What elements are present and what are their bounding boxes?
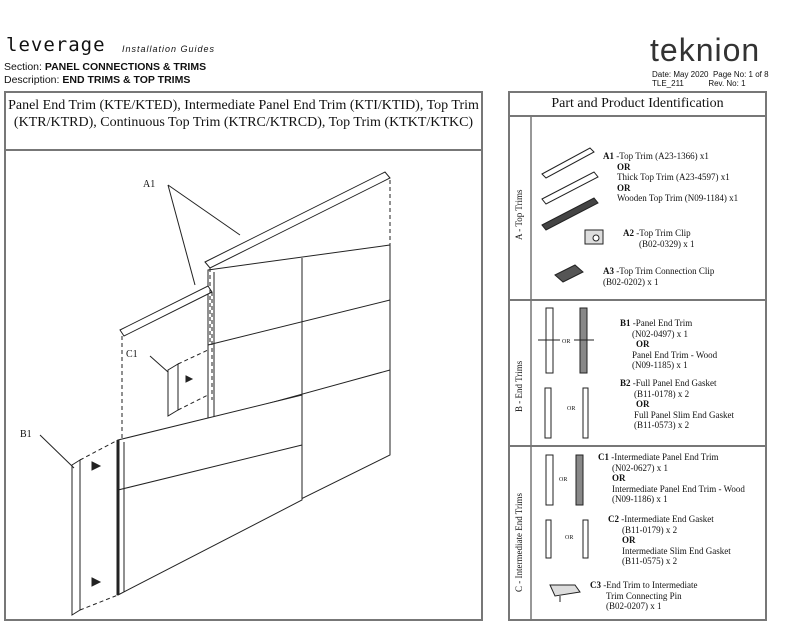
part-code: B1 [620, 318, 631, 328]
right-title: Part and Product Identification [508, 91, 767, 117]
part-line: (B11-0179) x 2 [622, 524, 678, 535]
part-line: (N02-0627) x 1 [612, 462, 668, 473]
panel-assembly-drawing [39, 171, 391, 616]
connecting-pin-icon [549, 584, 581, 602]
connection-clip-icon [554, 264, 584, 283]
parts-panel [508, 117, 767, 621]
part-line: (B11-0178) x 2 [634, 388, 690, 399]
description-value: END TRIMS & TOP TRIMS [62, 74, 191, 86]
top-trim-icons [541, 147, 599, 231]
or-b2: OR [567, 406, 576, 412]
part-c3: C3 -End Trim to Intermediate Trim Connec… [590, 580, 698, 612]
part-line: Thick Top Trim (A23-4597) x1 [617, 172, 730, 182]
or-label: OR [636, 399, 650, 409]
part-code: A3 [603, 266, 614, 276]
part-line: (N09-1186) x 1 [612, 494, 668, 504]
or-label: OR [612, 473, 626, 483]
panel-end-trim-icons [538, 307, 594, 374]
section-c-label: C - Intermediate End Trims [514, 493, 524, 592]
section-a-label: A - Top Trims [514, 189, 524, 240]
part-line: -End Trim to Intermediate [603, 580, 698, 590]
part-line: -Intermediate End Gasket [621, 514, 714, 524]
callout-a1: A1 [143, 179, 156, 190]
description-line: Description: END TRIMS & TOP TRIMS [4, 74, 190, 86]
or-b1: OR [562, 339, 571, 345]
end-gasket-icons [544, 387, 589, 439]
doc-info: Date: May 2020 Page No: 1 of 8 TLE_211 R… [652, 70, 769, 88]
section-value: PANEL CONNECTIONS & TRIMS [44, 61, 207, 73]
part-line: (B02-0207) x 1 [606, 601, 662, 611]
doc-number: TLE_211 [652, 79, 684, 88]
part-c1: C1 -Intermediate Panel End Trim (N02-062… [598, 452, 745, 505]
teknion-logo: teknion [650, 32, 761, 68]
intermediate-trim-icons [545, 454, 584, 506]
or-label: OR [636, 339, 650, 349]
callout-b1: B1 [20, 429, 32, 440]
part-code: B2 [620, 378, 631, 388]
part-line: Wooden Top Trim (N09-1184) x1 [617, 193, 739, 203]
part-line: -Intermediate Panel End Trim [611, 452, 719, 462]
installation-diagram-panel [4, 151, 483, 621]
intermediate-gasket-icons [545, 519, 589, 559]
callout-c1: C1 [126, 349, 138, 360]
or-c1: OR [559, 477, 568, 483]
part-code: A1 [603, 151, 614, 161]
part-line: (B02-0329) x 1 [639, 238, 695, 249]
part-line: (N02-0497) x 1 [632, 328, 688, 339]
part-c2: C2 -Intermediate End Gasket (B11-0179) x… [608, 514, 731, 567]
part-a3: A3 -Top Trim Connection Clip (B02-0202) … [603, 266, 714, 287]
part-code: C3 [590, 580, 601, 590]
brand-subtitle: Installation Guides [122, 44, 216, 54]
part-line: (B02-0202) x 1 [603, 276, 659, 287]
part-line: Intermediate Slim End Gasket [622, 545, 731, 556]
or-label: OR [617, 182, 631, 193]
page-number: Page No: 1 of 8 [712, 70, 769, 79]
or-c2: OR [565, 535, 574, 541]
revision: Rev. No: 1 [708, 79, 746, 88]
part-line: Panel End Trim - Wood [632, 349, 718, 360]
part-a2: A2 -Top Trim Clip (B02-0329) x 1 [623, 228, 695, 249]
part-code: C2 [608, 514, 619, 524]
part-line: Intermediate Panel End Trim - Wood [612, 483, 745, 494]
part-b1: B1 -Panel End Trim (N02-0497) x 1 OR Pan… [620, 318, 717, 371]
brand-name: leverage [6, 34, 106, 56]
part-line: -Top Trim Clip [636, 228, 691, 238]
or-label: OR [617, 161, 631, 172]
part-line: Trim Connecting Pin [606, 590, 682, 601]
or-label: OR [622, 535, 636, 545]
left-title: Panel End Trim (KTE/KTED), Intermediate … [4, 91, 483, 151]
part-code: A2 [623, 228, 634, 238]
top-trim-clip-icon [584, 229, 604, 245]
part-line: (B11-0575) x 2 [622, 556, 678, 566]
part-line: -Panel End Trim [632, 318, 693, 328]
section-line: Section: PANEL CONNECTIONS & TRIMS [4, 61, 206, 73]
part-line: -Top Trim Connection Clip [616, 266, 715, 276]
part-line: -Full Panel End Gasket [632, 378, 717, 388]
section-label: Section: [4, 61, 42, 73]
description-label: Description: [4, 74, 60, 86]
part-a1: A1 -Top Trim (A23-1366) x1 OR Thick Top … [603, 151, 738, 204]
part-line: -Top Trim (A23-1366) x1 [616, 151, 709, 161]
part-line: Full Panel Slim End Gasket [634, 409, 734, 420]
part-b2: B2 -Full Panel End Gasket (B11-0178) x 2… [620, 378, 734, 431]
section-b-label: B - End Trims [514, 360, 524, 412]
part-code: C1 [598, 452, 609, 462]
part-line: (N09-1185) x 1 [632, 360, 688, 370]
date: Date: May 2020 [652, 70, 709, 79]
part-line: (B11-0573) x 2 [634, 420, 690, 430]
